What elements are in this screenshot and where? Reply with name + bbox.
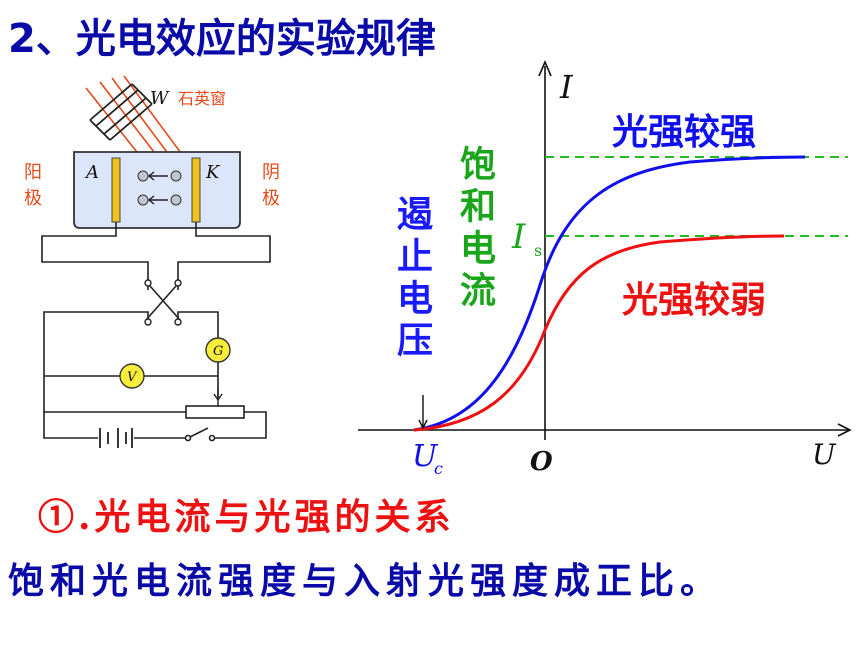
y-axis-arrow [538, 59, 552, 77]
rheostat-slider [213, 388, 223, 406]
saturation-current-subscript: s [534, 241, 542, 260]
battery [99, 428, 133, 448]
page-title: 2、光电效应的实验规律 [8, 16, 436, 62]
origin-label: O [530, 447, 553, 475]
circuit-diagram: W 石英窗 A K 阳 极 阴 极 G V [24, 75, 280, 448]
cathode-label-2: 极 [262, 188, 280, 209]
cathode-symbol: K [205, 162, 221, 183]
circuit-wires [41, 222, 271, 439]
anode-plate [111, 157, 121, 223]
quartz-window [89, 83, 153, 141]
section-heading: ①.光电流与光强的关系 [38, 496, 455, 538]
anode-label-1: 阳 [24, 162, 42, 183]
strong-light-label: 光强较强 [612, 112, 756, 153]
conclusion-statement: 饱和光电流强度与入射光强度成正比。 [8, 560, 723, 602]
anode-symbol: A [84, 162, 99, 183]
stopping-voltage-text: 遏止电压 [391, 195, 432, 363]
rheostat [185, 405, 245, 419]
y-axis-label: I [559, 68, 574, 106]
galvanometer-symbol: G [213, 344, 223, 359]
stopping-voltage-label: U [412, 439, 439, 474]
saturation-current-text: 饱和电流 [454, 145, 495, 313]
electron-arrows [147, 171, 168, 205]
weak-light-label: 光强较弱 [622, 280, 766, 321]
cathode-label-1: 阴 [262, 162, 280, 183]
iu-graph: I U O U c I s 光强较强 光强较弱 [358, 59, 852, 475]
anode-label-2: 极 [24, 188, 42, 209]
x-axis-arrow [837, 423, 852, 437]
voltmeter [119, 363, 145, 389]
x-axis-label: U [812, 438, 837, 471]
cathode-plate [191, 157, 201, 223]
reversing-switch [144, 279, 182, 326]
galvanometer [205, 337, 231, 363]
strong-light-curve [413, 155, 806, 432]
saturation-current-label: I [511, 217, 526, 257]
window-label: 石英窗 [178, 89, 226, 108]
weak-light-curve [413, 234, 785, 432]
electrons [137, 170, 182, 206]
voltmeter-symbol: V [127, 370, 138, 385]
stopping-voltage-subscript: c [434, 459, 443, 475]
window-symbol: W [150, 88, 170, 109]
key-switch [184, 427, 216, 442]
